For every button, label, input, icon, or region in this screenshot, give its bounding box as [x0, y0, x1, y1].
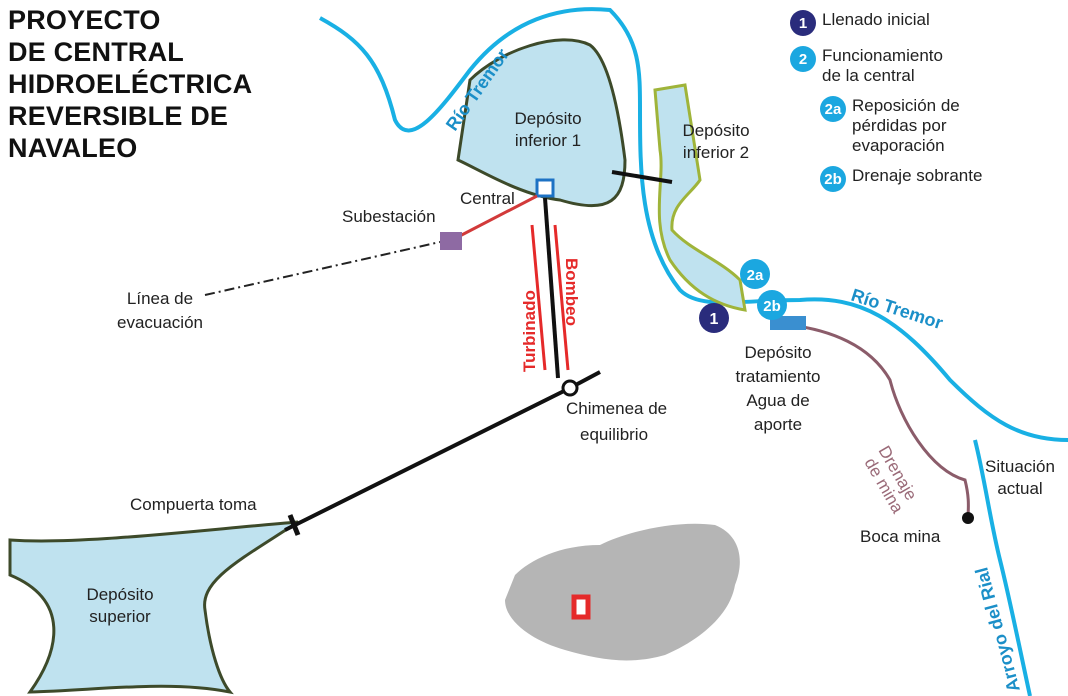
label-deposito-superior-b: superior	[89, 607, 151, 626]
legend-text: Reposición de	[852, 96, 960, 115]
badge-2: 2	[790, 46, 816, 72]
deposito-inferior-1-shape	[456, 38, 627, 208]
legend-text: evaporación	[852, 136, 945, 155]
boca-mina-icon	[962, 512, 974, 524]
label-bombeo: Bombeo	[562, 258, 581, 326]
badge-1: 1	[790, 10, 816, 36]
label-linea-b: evacuación	[117, 313, 203, 332]
badge-2a: 2a	[820, 96, 846, 122]
label-deposito-inferior-2-a: Depósito	[682, 121, 749, 140]
title-line: NAVALEO	[8, 133, 138, 163]
tunnel	[284, 386, 571, 532]
title-line: PROYECTO	[8, 5, 161, 35]
label-boca-mina: Boca mina	[860, 527, 941, 546]
location-marker-icon	[571, 594, 591, 620]
legend-item-llenado: 1 Llenado inicial	[790, 10, 982, 36]
label-deposito-inferior-2-b: inferior 2	[683, 143, 749, 162]
marker-2a: 2a	[747, 267, 764, 284]
marker-2b: 2b	[763, 298, 781, 315]
subestacion-icon	[440, 232, 462, 250]
badge-2b: 2b	[820, 166, 846, 192]
label-tratamiento-2: tratamiento	[735, 367, 820, 386]
legend-text: Funcionamiento	[822, 46, 943, 65]
label-tratamiento-3: Agua de	[746, 391, 809, 410]
penstock	[543, 197, 560, 379]
label-situacion-b: actual	[997, 479, 1042, 498]
title-line: DE CENTRAL	[8, 37, 184, 67]
province-locator-map	[505, 523, 740, 661]
legend-item-drenaje: 2b Drenaje sobrante	[820, 166, 982, 192]
label-subestacion: Subestación	[342, 207, 436, 226]
river-tremor	[319, 7, 1068, 442]
label-linea-a: Línea de	[127, 289, 193, 308]
label-central: Central	[460, 189, 515, 208]
legend-text: Drenaje sobrante	[852, 166, 983, 185]
chimenea-icon	[561, 379, 579, 397]
turbinado-arrow	[530, 224, 547, 371]
river-arroyo-rial	[973, 439, 1032, 696]
label-deposito-inferior-1-b: inferior 1	[515, 131, 581, 150]
bombeo-arrow	[553, 224, 570, 371]
label-tratamiento-1: Depósito	[744, 343, 811, 362]
label-deposito-inferior-1-a: Depósito	[514, 109, 581, 128]
connector	[611, 170, 673, 184]
page-title: PROYECTO DE CENTRAL HIDROELÉCTRICA REVER…	[8, 4, 252, 164]
linea-evacuacion-line	[204, 241, 441, 296]
legend-text: de la central	[822, 66, 915, 85]
label-situacion-a: Situación	[985, 457, 1055, 476]
marker-1: 1	[710, 311, 719, 328]
title-line: HIDROELÉCTRICA	[8, 69, 253, 99]
label-deposito-superior-a: Depósito	[86, 585, 153, 604]
label-chimenea-b: equilibrio	[580, 425, 648, 444]
label-tratamiento-4: aporte	[754, 415, 802, 434]
label-turbinado: Turbinado	[520, 290, 539, 372]
title-line: REVERSIBLE DE	[8, 101, 229, 131]
compuerta-icon	[287, 514, 301, 536]
central-icon	[535, 178, 555, 198]
deposito-tratamiento-icon	[770, 316, 806, 330]
legend-text: pérdidas por	[852, 116, 947, 135]
legend-text: Llenado inicial	[822, 10, 930, 29]
drenaje-mina-line	[789, 323, 970, 519]
deposito-inferior-2-shape	[653, 83, 747, 312]
label-chimenea-a: Chimenea de	[566, 399, 667, 418]
label-compuerta: Compuerta toma	[130, 495, 257, 514]
deposito-superior-shape	[8, 520, 299, 695]
